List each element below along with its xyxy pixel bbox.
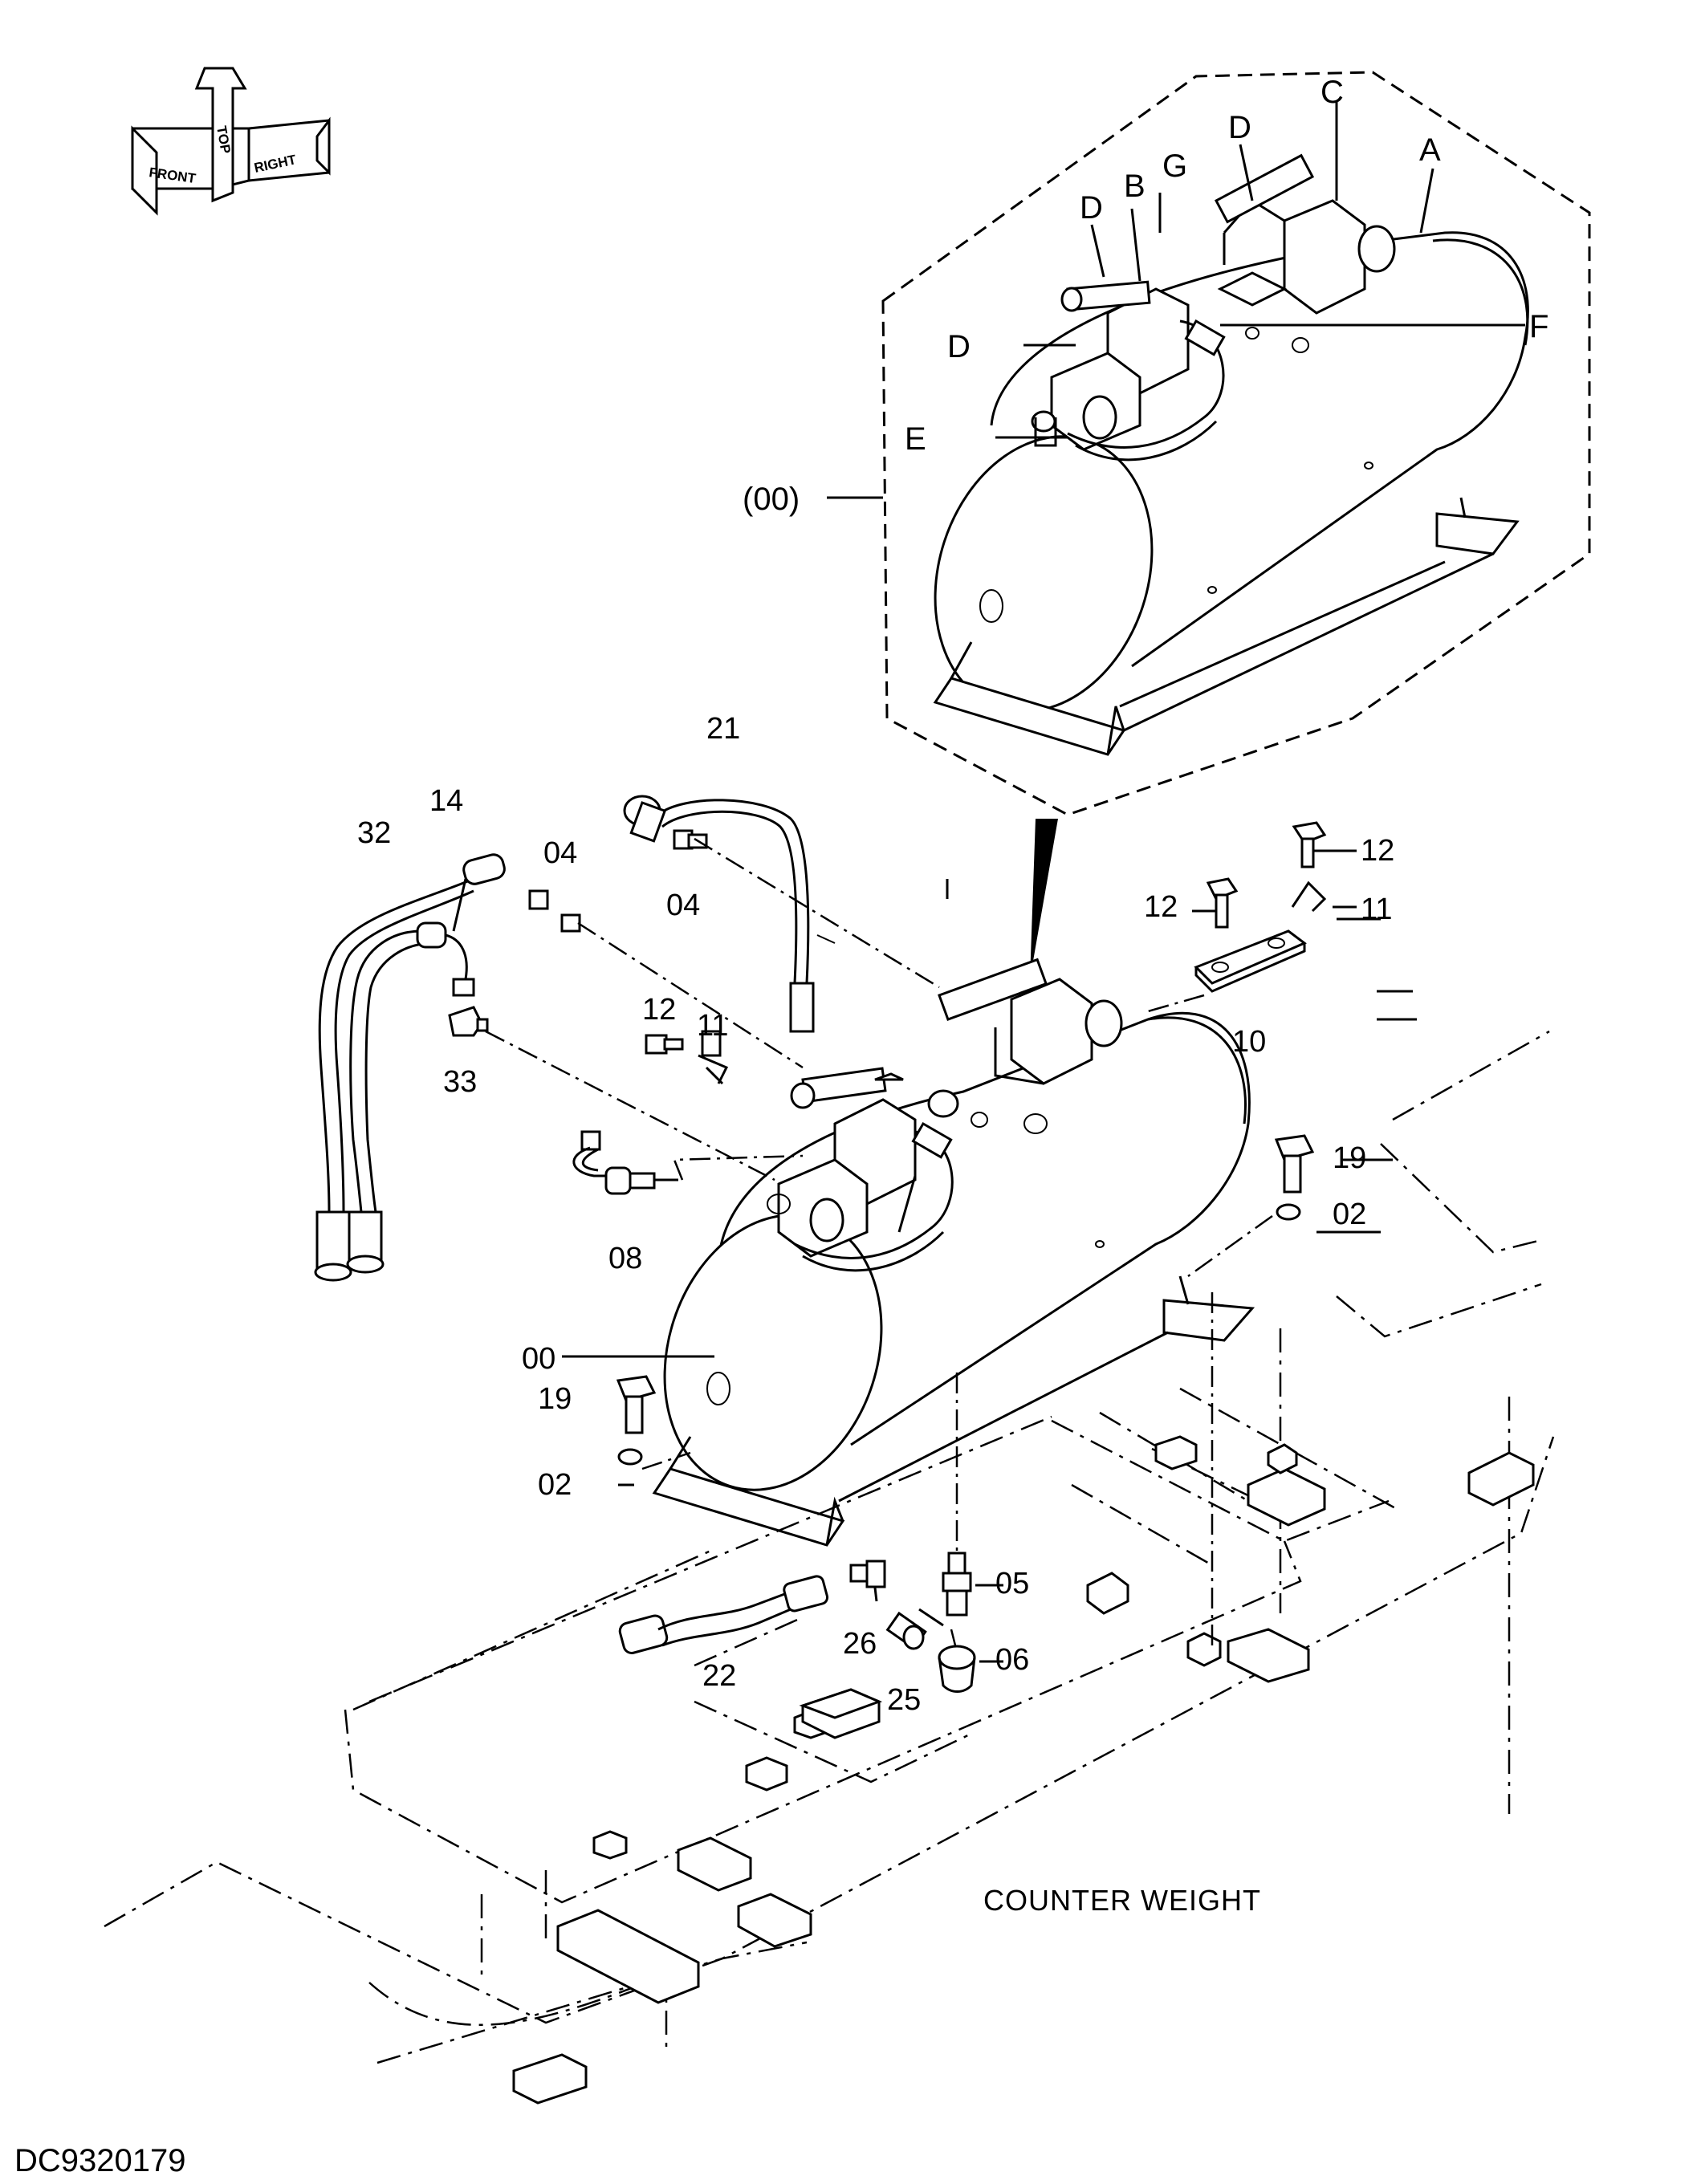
counter-weight-caption: COUNTER WEIGHT (983, 1884, 1261, 1917)
detail-air-tank (933, 153, 1529, 756)
label-02-left: 02 (538, 1468, 572, 1502)
label-11-left: 11 (697, 1009, 728, 1043)
label-26: 26 (843, 1627, 877, 1661)
label-D-left: D (1080, 190, 1103, 226)
label-leaders (452, 100, 1525, 1663)
label-32: 32 (357, 816, 391, 850)
label-10: 10 (1232, 1025, 1266, 1059)
label-D-top: D (1228, 110, 1251, 145)
pipe-14-32 (314, 853, 581, 1282)
bolt-19-right (1274, 1134, 1315, 1221)
main-air-tank (652, 958, 1255, 1547)
leader-lines (485, 837, 1273, 1646)
frame-outline (104, 1030, 1555, 2064)
fitting-05-06 (938, 1552, 976, 1693)
label-05: 05 (995, 1567, 1029, 1600)
label-04-left: 04 (543, 836, 577, 870)
valve-25 (885, 1608, 944, 1650)
label-B: B (1124, 169, 1146, 204)
label-06: 06 (995, 1643, 1029, 1677)
label-25: 25 (887, 1683, 921, 1717)
label-00: 00 (522, 1342, 555, 1376)
label-04-right: 04 (666, 889, 700, 922)
detail-pointer (1030, 819, 1058, 979)
detail-letter-labels: A B C D D D E F G (00) (743, 75, 1548, 517)
pipe-21 (623, 795, 815, 1033)
bolt-12-right (1206, 821, 1327, 929)
frame-blocks (512, 1072, 1535, 2105)
elbow-26 (849, 1560, 886, 1602)
label-14: 14 (429, 784, 463, 818)
label-assy-00: (00) (743, 482, 800, 517)
label-33: 33 (443, 1065, 477, 1099)
fitting-04-upper (673, 829, 708, 850)
label-19-left: 19 (538, 1382, 572, 1416)
orientation-arrow-icon: FRONT TOP RIGHT (131, 67, 331, 216)
label-08: 08 (608, 1242, 642, 1275)
label-21: 21 (706, 712, 740, 746)
clip-11-bolt-12-left (645, 1030, 729, 1084)
part-number-labels: 21 14 32 04 04 12 12 12 11 11 10 33 08 1… (357, 712, 1394, 1717)
bolt-19-left (616, 1375, 657, 1466)
sensor-08 (572, 1130, 678, 1195)
label-02-right: 02 (1333, 1198, 1366, 1231)
drawing-code: DC9320179 (14, 2143, 186, 2178)
label-G: G (1162, 148, 1187, 184)
label-12-mid: 12 (1144, 890, 1178, 924)
bracket-10 (1194, 929, 1307, 993)
label-12-top: 12 (1361, 834, 1394, 868)
label-11-right: 11 (1361, 893, 1392, 926)
label-D-mid: D (947, 329, 971, 364)
hose-22 (618, 1575, 829, 1654)
label-19-right: 19 (1333, 1141, 1366, 1175)
label-E: E (905, 421, 926, 457)
label-12-left: 12 (642, 993, 676, 1027)
label-A: A (1419, 132, 1441, 168)
label-C: C (1321, 75, 1344, 110)
label-22: 22 (702, 1659, 736, 1693)
label-F: F (1529, 309, 1548, 344)
